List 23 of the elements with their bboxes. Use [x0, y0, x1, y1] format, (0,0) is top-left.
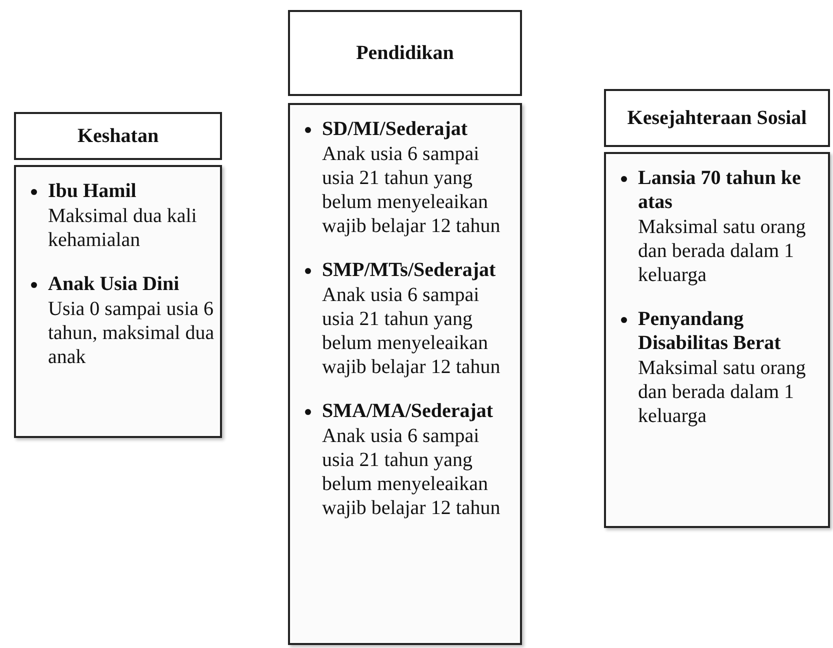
item-description: Anak usia 6 sampai usia 21 tahun yang belum menyeleaikan wajib belajar 12 tahun [322, 142, 502, 238]
item-heading: Penyandang Disabilitas Berat [638, 307, 782, 355]
category-title: Keshatan [77, 124, 159, 148]
item-heading: Ibu Hamil [48, 179, 138, 203]
category-header-box [604, 89, 830, 147]
item-heading: Anak Usia Dini [48, 272, 180, 296]
item-description: Anak usia 6 sampai usia 21 tahun yang belum menyeleaikan wajib belajar 12 tahun [322, 424, 502, 520]
criteria-box [288, 103, 522, 645]
item-description: Anak usia 6 sampai usia 21 tahun yang belum menyeleaikan wajib belajar 12 tahun [322, 283, 502, 379]
item-description: Maksimal satu orang dan berada dalam 1 keluarga [638, 356, 807, 428]
category-title: Pendidikan [356, 42, 454, 64]
item-description: Maksimal dua kali kehamialan [48, 204, 198, 252]
criteria-box [604, 152, 830, 528]
criteria-box [14, 165, 222, 438]
item-heading: Lansia 70 tahun ke atas [638, 166, 802, 214]
category-header-box [14, 112, 222, 160]
item-heading: SMP/MTs/Sederajat [322, 258, 497, 282]
item-heading: SMA/MA/Sederajat [322, 399, 494, 423]
item-description: Maksimal satu orang dan berada dalam 1 keluarga [638, 215, 807, 287]
item-description: Usia 0 sampai usia 6 tahun, maksimal dua anak [48, 297, 216, 369]
category-title: Kesejahteraan Sosial [627, 106, 807, 130]
category-header-box [288, 10, 522, 96]
item-heading: SD/MI/Sederajat [322, 117, 469, 141]
